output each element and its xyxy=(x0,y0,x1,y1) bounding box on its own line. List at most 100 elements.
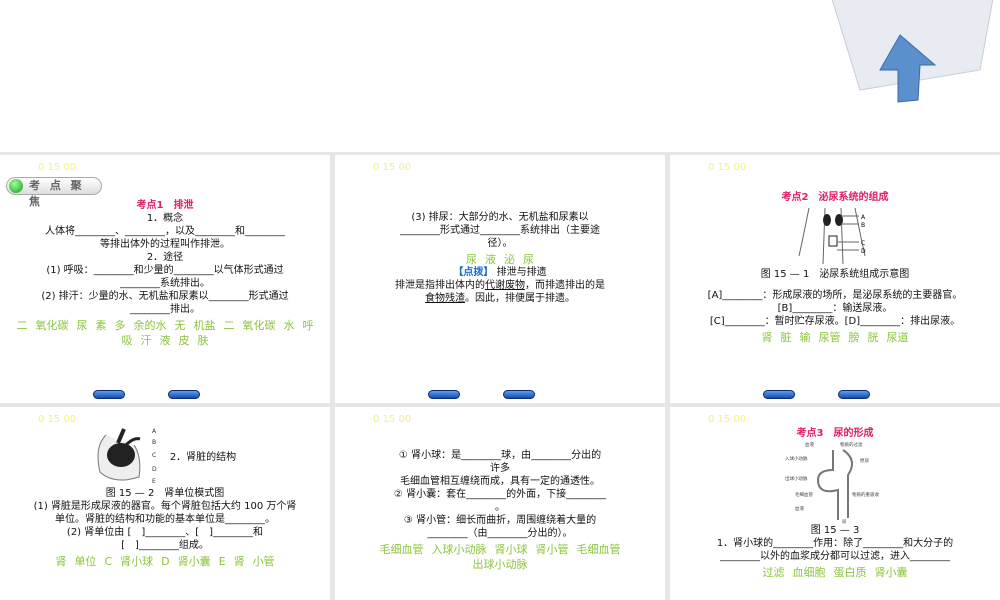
answer: 呼 xyxy=(302,319,314,332)
tip-text-part: 。因此，排便属于排遗。 xyxy=(465,293,575,304)
urinary-system-figure: A B C D xyxy=(798,208,866,264)
figure-caption: 图 15 — 2 肾单位模式图 xyxy=(105,488,225,499)
text-line: 许多 xyxy=(490,463,510,474)
answer: 膀 xyxy=(848,331,860,344)
logo-graphic: 考 xyxy=(831,0,994,103)
answer: 肾小球 xyxy=(494,543,528,556)
figure-label: 物质的过滤 xyxy=(840,441,863,448)
answer: 过滤 xyxy=(762,566,785,579)
text-line: ________（由________分出的）。 xyxy=(427,528,573,539)
answer: 肾 xyxy=(55,555,67,568)
figure-label: 原尿 xyxy=(860,458,869,464)
answer: 蛋白质 xyxy=(833,566,867,579)
answer: 氧化碳 xyxy=(35,319,69,332)
answers: 肾 脏 输 尿管 膀 胱 尿道 xyxy=(762,331,909,344)
green-ball-icon xyxy=(9,179,23,193)
answer: 尿管 xyxy=(818,331,841,344)
tip-underlined: 代谢废物 xyxy=(485,280,525,291)
answer: 血细胞 xyxy=(792,566,826,579)
answers: 肾 单位 C 肾小球 D 肾小囊 E 肾 小管 xyxy=(55,555,274,568)
answers: 毛细血管 入球小动脉 肾小球 肾小管 毛细血管 出球小动脉 xyxy=(350,543,650,571)
answers: 过滤 血细胞 蛋白质 肾小囊 xyxy=(763,566,908,579)
text-line: ① 肾小球：是________球，由________分出的 xyxy=(398,450,602,461)
answer: 汗 xyxy=(140,334,152,347)
next-nav-button[interactable] xyxy=(503,390,535,399)
text-line: (1) 肾脏是形成尿液的器官。每个肾脏包括大约 100 万个肾 xyxy=(33,501,297,512)
answer: 出球小动脉 xyxy=(472,558,528,571)
figure-label: 血液 xyxy=(795,505,804,512)
next-nav-button[interactable] xyxy=(168,390,200,399)
text-line: [ ]________组成。 xyxy=(121,540,209,551)
slide-6[interactable]: 0 15 00 考点3 尿的形成 血液物质的过滤入球小动脉原尿出球小动脉毛细血管… xyxy=(670,407,1000,600)
figure-label: D xyxy=(861,248,866,255)
urine-formation-figure: 血液物质的过滤入球小动脉原尿出球小动脉毛细血管物质的重吸收血液尿 xyxy=(785,441,879,524)
figure-caption: 图 15 — 1 泌尿系统组成示意图 xyxy=(760,269,910,280)
figure-label: 物质的重吸收 xyxy=(852,491,879,498)
slide-2[interactable]: 0 15 00 (3) 排尿：大部分的水、无机盐和尿素以 ________形式通… xyxy=(335,155,665,403)
text-line: (3) 排尿：大部分的水、无机盐和尿素以 xyxy=(411,212,589,223)
figure-label: B xyxy=(152,439,156,446)
text-line: 。 xyxy=(495,502,505,513)
text-line: 径）。 xyxy=(487,238,513,249)
text-line: (1) 呼吸：________和少量的________以气体形式通过 xyxy=(46,265,284,276)
answer: 皮 xyxy=(178,334,190,347)
prev-nav-button[interactable] xyxy=(763,390,795,399)
figure-label: 入球小动脉 xyxy=(785,455,808,462)
answer: 素 xyxy=(95,319,107,332)
answer: 尿 xyxy=(523,253,534,266)
answer: 肾小囊 xyxy=(177,555,211,568)
answer: 肾小球 xyxy=(120,555,154,568)
slide-3[interactable]: 0 15 00 考点2 泌尿系统的组成 A B C D 图 15 — 1 泌尿系… xyxy=(670,155,1000,403)
tip-text: 食物残渣。因此，排便属于排遗。 xyxy=(425,292,575,305)
answer: 输 xyxy=(799,331,811,344)
figure-label: D xyxy=(152,466,157,473)
prev-nav-button[interactable] xyxy=(93,390,125,399)
slide-title: 考点3 尿的形成 xyxy=(796,428,874,439)
figure-label: 血液 xyxy=(805,441,814,448)
section-heading: 2．肾脏的结构 xyxy=(169,451,237,463)
figure-label: 出球小动脉 xyxy=(785,475,808,482)
prev-nav-button[interactable] xyxy=(428,390,460,399)
tip-text: 排泄是指排出体内的代谢废物，而排遗排出的是 xyxy=(395,279,605,292)
answer: 单位 xyxy=(74,555,97,568)
section-badge: 考 点 聚 焦 xyxy=(6,177,102,208)
answer: 入球小动脉 xyxy=(431,543,487,556)
answer: 泌 xyxy=(504,253,515,266)
answer: 机盐 xyxy=(193,319,216,332)
tip-label: 【点拨】 xyxy=(453,267,494,278)
answer: 液 xyxy=(159,334,171,347)
slide-5[interactable]: 0 15 00 ① 肾小球：是________球，由________分出的 许多… xyxy=(335,407,665,600)
answers: 尿 液 泌 尿 xyxy=(466,253,534,266)
timer: 0 15 00 xyxy=(373,162,412,173)
answers: 二 氧化碳 尿 素 多 余的水 无 机盐 二 氧化碳 水 呼 吸 汗 液 皮 肤 xyxy=(15,319,315,347)
text-line: ________系统排出。 xyxy=(120,278,210,289)
answer: 毛细血管 xyxy=(576,543,621,556)
timer: 0 15 00 xyxy=(373,414,412,425)
answer: 肾小管 xyxy=(535,543,569,556)
figure-label: 尿 xyxy=(842,519,847,524)
answer: 二 xyxy=(16,319,28,332)
figure-label: A xyxy=(861,214,866,221)
answer: 余的水 xyxy=(133,319,167,332)
header-area: 考 xyxy=(0,0,1000,152)
answer: 肤 xyxy=(197,334,209,347)
answer: 肾 xyxy=(233,555,245,568)
text-line: ② 肾小囊：套在________的外面，下接________ xyxy=(393,489,607,500)
answer: 尿道 xyxy=(886,331,909,344)
answer: 毛细血管 xyxy=(379,543,424,556)
answer: 二 xyxy=(223,319,235,332)
answer: 水 xyxy=(283,319,295,332)
text-line: [B]________：输送尿液。 xyxy=(777,303,893,314)
slide-sorter: 0 15 00 考 点 聚 焦 考点1 排泄 1．概念 人体将________、… xyxy=(0,152,1000,600)
timer: 0 15 00 xyxy=(708,162,747,173)
figure-label: B xyxy=(861,222,865,229)
answer: C xyxy=(104,555,113,568)
next-nav-button[interactable] xyxy=(838,390,870,399)
text-line: ________排出。 xyxy=(130,304,200,315)
slide-title: 考点2 泌尿系统的组成 xyxy=(781,192,889,203)
answer: D xyxy=(161,555,170,568)
slide-1[interactable]: 0 15 00 考 点 聚 焦 考点1 排泄 1．概念 人体将________、… xyxy=(0,155,330,403)
figure-label: C xyxy=(861,240,865,247)
